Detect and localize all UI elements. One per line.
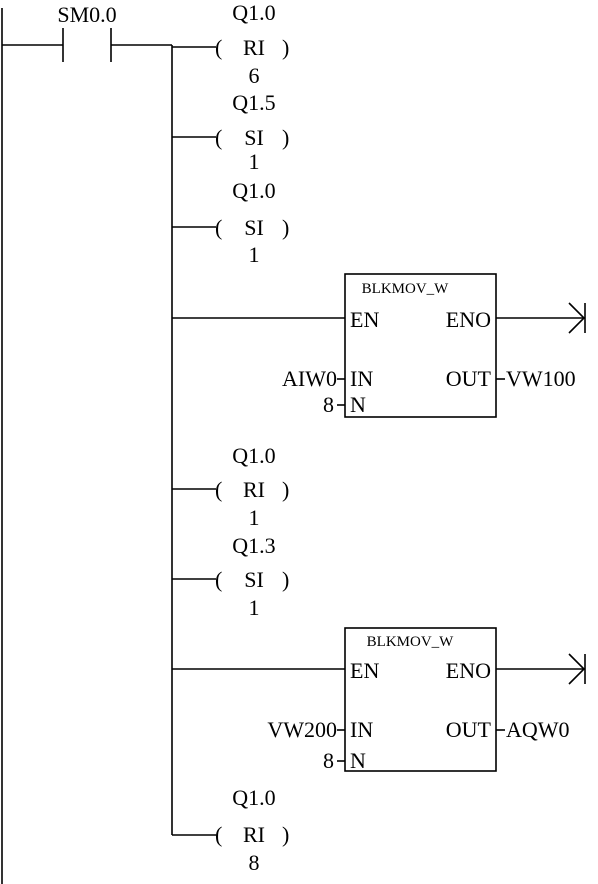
coil-address: Q1.0	[232, 0, 275, 25]
coil-paren-open: (	[215, 35, 222, 60]
block-in-value: VW200	[267, 717, 337, 742]
coil-paren-close: )	[282, 35, 289, 60]
coil-2[interactable]: Q1.5 ( SI ) 1	[172, 90, 289, 174]
coil-paren-close: )	[282, 822, 289, 847]
block-out-label: OUT	[446, 366, 492, 391]
coil-address: Q1.3	[232, 533, 275, 558]
contact-address: SM0.0	[57, 2, 116, 27]
contact-sm0-0[interactable]: SM0.0	[2, 2, 172, 62]
block-out-value: AQW0	[506, 717, 570, 742]
block-en-label: EN	[350, 307, 379, 332]
coil-op: RI	[243, 35, 265, 60]
coil-address: Q1.0	[232, 443, 275, 468]
block-n-value: 8	[323, 748, 334, 773]
block-box	[344, 627, 497, 772]
block-in-value: AIW0	[282, 366, 337, 391]
coil-op: SI	[244, 125, 264, 150]
coil-paren-close: )	[282, 477, 289, 502]
coil-op: SI	[244, 215, 264, 240]
coil-address: Q1.0	[232, 178, 275, 203]
coil-count: 1	[249, 242, 260, 267]
coil-4[interactable]: Q1.0 ( RI ) 1	[172, 443, 289, 530]
coil-paren-close: )	[282, 215, 289, 240]
coil-address: Q1.5	[232, 90, 275, 115]
blkmov-block-2[interactable]: BLKMOV_W EN ENO VW200 IN OUT AQW0 8 N	[172, 627, 586, 773]
coil-5[interactable]: Q1.3 ( SI ) 1	[172, 533, 289, 620]
coil-count: 8	[249, 850, 260, 875]
block-en-label: EN	[350, 658, 379, 683]
coil-count: 1	[249, 149, 260, 174]
block-in-label: IN	[350, 717, 373, 742]
block-n-label: N	[350, 748, 366, 773]
coil-count: 6	[249, 63, 260, 88]
block-in-label: IN	[350, 366, 373, 391]
block-title: BLKMOV_W	[362, 281, 450, 297]
block-n-label: N	[350, 392, 366, 417]
coil-3[interactable]: Q1.0 ( SI ) 1	[172, 178, 289, 267]
block-eno-label: ENO	[446, 307, 491, 332]
coil-op: RI	[243, 477, 265, 502]
coil-paren-open: (	[215, 477, 222, 502]
coil-op: RI	[243, 822, 265, 847]
coil-paren-open: (	[215, 215, 222, 240]
coil-paren-close: )	[282, 125, 289, 150]
coil-paren-open: (	[215, 822, 222, 847]
block-n-value: 8	[323, 392, 334, 417]
coil-address: Q1.0	[232, 785, 275, 810]
block-box	[344, 273, 497, 418]
eno-arrow-icon	[568, 653, 586, 685]
block-out-label: OUT	[446, 717, 492, 742]
block-eno-label: ENO	[446, 658, 491, 683]
blkmov-block-1[interactable]: BLKMOV_W EN ENO AIW0 IN OUT VW100 8 N	[172, 273, 586, 418]
coil-paren-open: (	[215, 125, 222, 150]
eno-arrow-icon	[568, 302, 586, 334]
coil-1[interactable]: Q1.0 ( RI ) 6	[172, 0, 289, 88]
coil-paren-close: )	[282, 567, 289, 592]
coil-6[interactable]: Q1.0 ( RI ) 8	[172, 785, 289, 875]
coil-paren-open: (	[215, 567, 222, 592]
coil-count: 1	[249, 595, 260, 620]
block-title: BLKMOV_W	[367, 634, 455, 650]
coil-op: SI	[244, 567, 264, 592]
block-out-value: VW100	[506, 366, 576, 391]
coil-count: 1	[249, 505, 260, 530]
